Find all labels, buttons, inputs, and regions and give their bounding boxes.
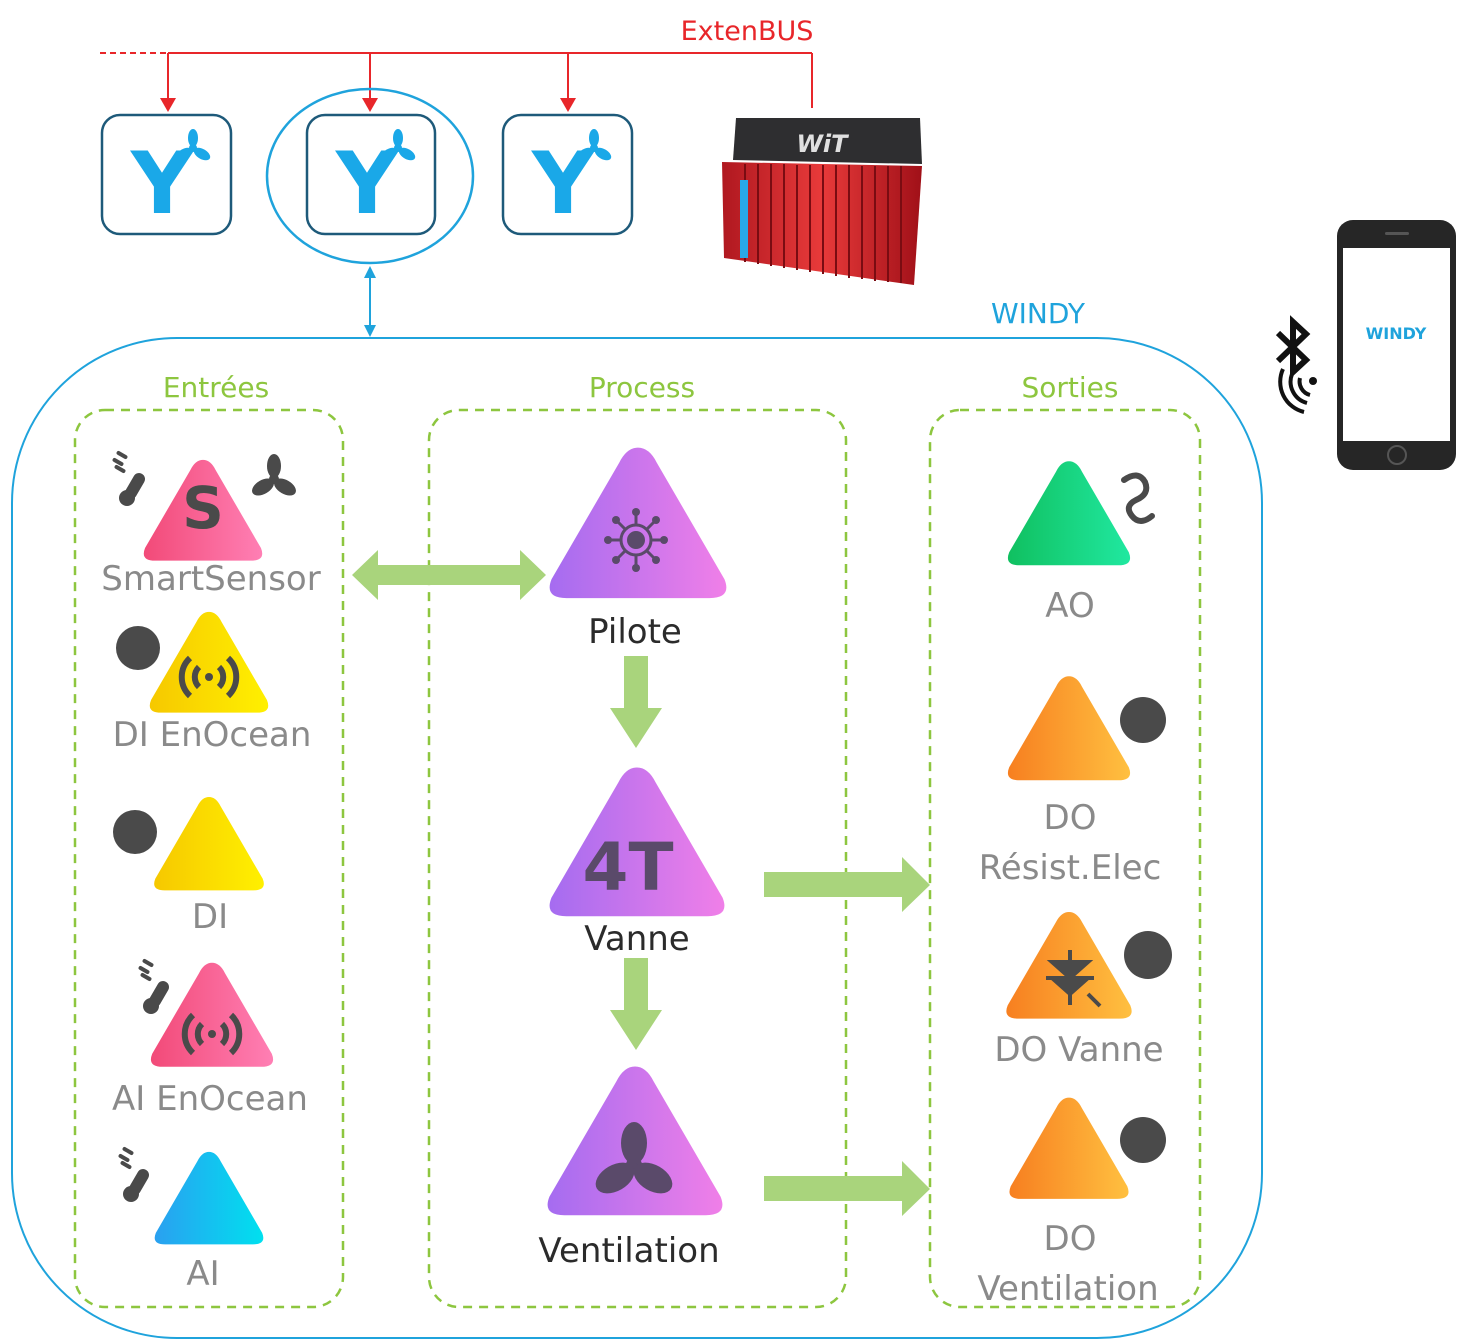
digital-dot-icon [116,626,160,670]
ao-block[interactable]: AO [1007,461,1155,626]
nfc-icon [1278,368,1317,414]
bus-drop-arrow [560,53,576,112]
module-link-arrow [364,266,376,337]
thermometer-icon [112,451,145,506]
hub-icon [611,515,661,565]
di-enocean-block[interactable]: DI EnOcean [113,611,312,755]
extenbus: ExtenBUS [100,16,813,112]
wit-controller: WiT [722,118,922,285]
digital-dot-icon [1124,931,1172,979]
bluetooth-icon [1275,315,1311,379]
thermometer-icon [138,959,169,1014]
pilote-vanne-arrow [610,656,662,748]
bus-drop-arrow [362,53,378,112]
smartsensor-pilote-arrow [352,550,546,600]
fan-icon [175,129,211,161]
windy-module[interactable]: Y [501,113,634,236]
digital-dot-icon [1120,1117,1166,1163]
vanne-outputs-arrow [764,857,930,912]
inputs-title: Entrées [163,371,269,404]
fan-icon [576,129,612,161]
vanne-glyph: 4T [583,829,674,906]
smartphone[interactable]: WINDY [1337,220,1456,470]
radio-signal-icon [178,655,240,699]
ai-block[interactable]: AI [118,1146,264,1294]
ventilation-label: Ventilation [538,1231,719,1271]
do-ventilation-sublabel: Ventilation [977,1269,1158,1309]
windy-module-selected[interactable]: Y [265,87,475,265]
do-vanne-block[interactable]: DO Vanne [994,912,1172,1070]
di-block[interactable]: DI [113,797,264,937]
pilote-block[interactable]: Pilote [549,447,727,652]
do-resist-block[interactable]: DO Résist.Elec [979,676,1166,888]
digital-dot-icon [113,810,157,854]
triac-icon [1046,950,1102,1008]
process-column [427,408,848,1309]
windy-container: WINDY [11,297,1263,1339]
do-ventilation-block[interactable]: DO Ventilation [977,1097,1166,1309]
di-label: DI [192,897,228,937]
smartsensor-label: SmartSensor [101,559,320,599]
inputs-column [73,408,345,1309]
vanne-block[interactable]: 4T Vanne [549,767,725,959]
wit-brand-label: WiT [796,130,849,158]
fan-icon [380,129,416,161]
outputs-column [928,408,1202,1309]
windy-module[interactable]: Y [100,113,233,236]
do-resist-label: DO [1044,798,1097,838]
ventilation-outputs-arrow [764,1161,930,1216]
do-vanne-label: DO Vanne [994,1030,1163,1070]
phone-app-title: WINDY [1366,324,1427,343]
windy-label: WINDY [991,297,1086,330]
fan-icon [595,1122,673,1194]
bus-drop-arrow [160,53,176,112]
process-title: Process [589,371,695,404]
ai-enocean-block[interactable]: AI EnOcean [112,958,308,1119]
do-resist-sublabel: Résist.Elec [979,848,1162,888]
radio-signal-icon [181,1012,243,1056]
ai-enocean-label: AI EnOcean [112,1079,308,1119]
ventilation-block[interactable]: Ventilation [538,1066,723,1271]
pilote-label: Pilote [588,612,682,652]
ai-label: AI [186,1254,219,1294]
extenbus-label: ExtenBUS [681,16,814,47]
fan-icon [252,454,296,496]
ao-label: AO [1045,586,1094,626]
analog-wave-icon [1121,472,1155,524]
outputs-title: Sorties [1022,371,1119,404]
do-ventilation-label: DO [1044,1219,1097,1259]
smartsensor-glyph: S [182,474,224,542]
thermometer-icon [118,1147,149,1202]
di-enocean-label: DI EnOcean [113,715,312,755]
smartsensor-block[interactable]: S SmartSensor [101,450,321,599]
vanne-ventilation-arrow [610,958,662,1050]
vanne-label: Vanne [584,919,689,959]
digital-dot-icon [1120,697,1166,743]
